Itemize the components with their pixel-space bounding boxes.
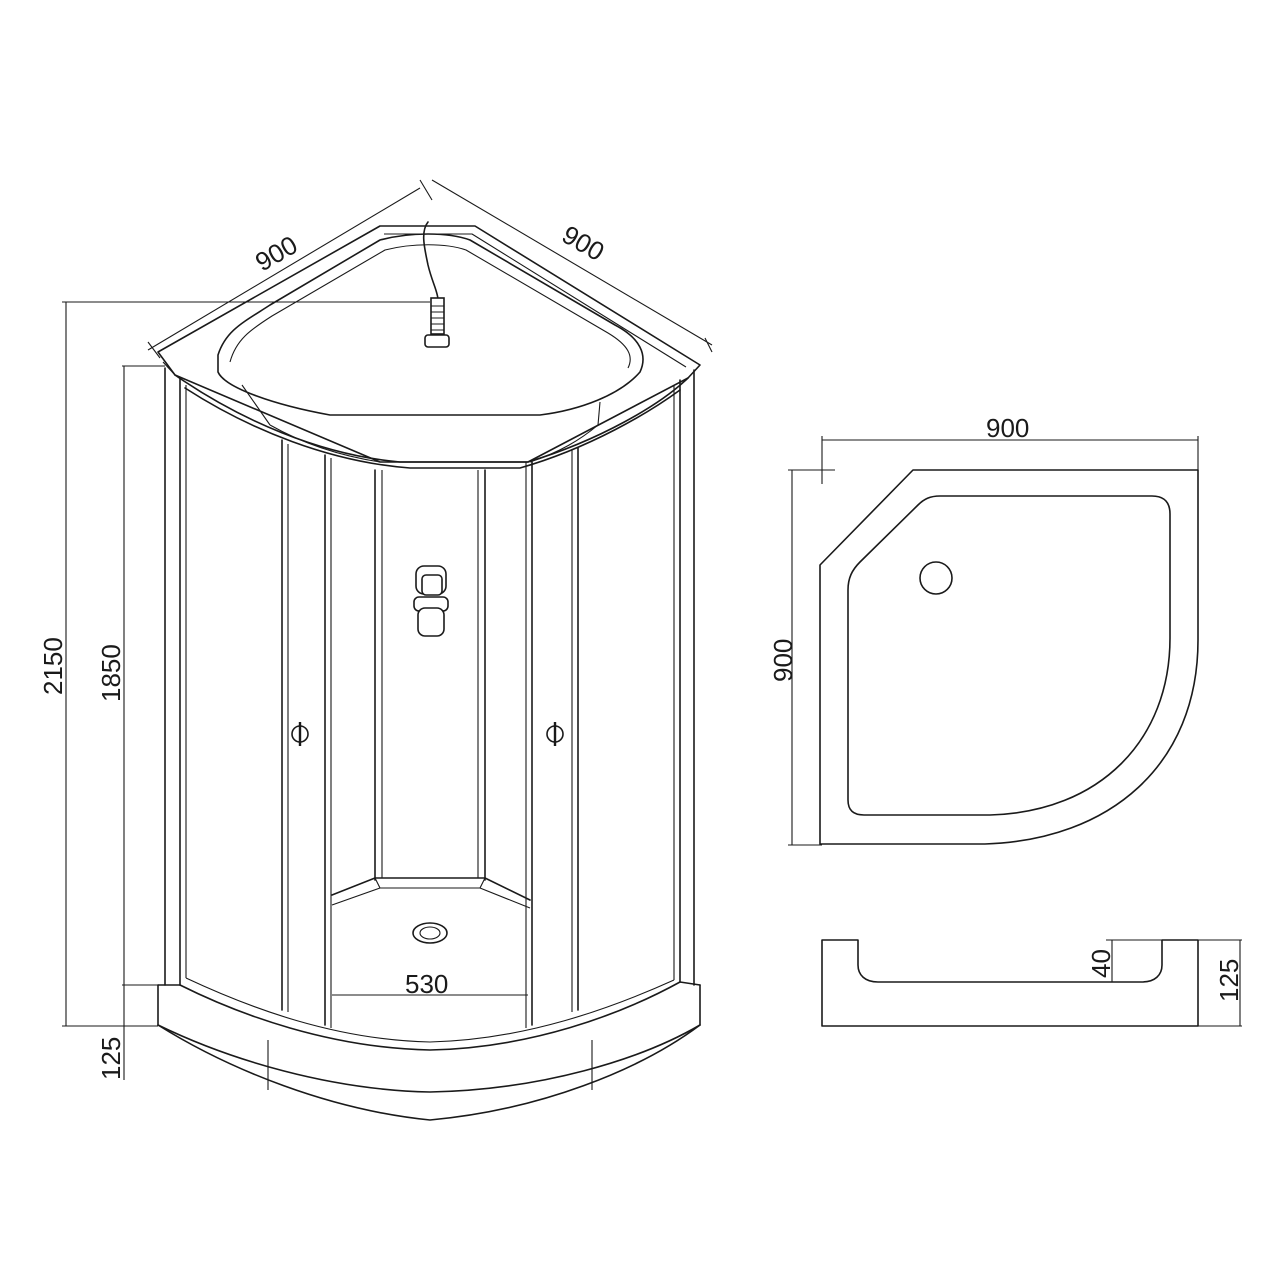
roof-front-band-bottom bbox=[269, 424, 381, 463]
dim-top-right-label: 900 bbox=[557, 219, 610, 267]
dim-tray-height-left: 125 bbox=[96, 985, 126, 1080]
roof-seam-right bbox=[597, 401, 601, 426]
tray-section-view: 40 125 bbox=[821, 939, 1244, 1027]
roof-front-band bbox=[174, 374, 689, 463]
dim-plan-width: 900 bbox=[821, 413, 1199, 484]
plan-drain bbox=[919, 561, 953, 595]
dim-tray-height-right: 125 bbox=[1198, 939, 1244, 1027]
dim-door-opening: 530 bbox=[332, 969, 528, 999]
tray-skirt-top bbox=[157, 1024, 701, 1093]
plan-inner bbox=[847, 495, 1171, 816]
roof-dome bbox=[217, 233, 644, 416]
inner-tray-back-2 bbox=[331, 887, 531, 909]
hose-nut bbox=[424, 334, 450, 348]
roof-front-band-bottom-r bbox=[529, 424, 599, 463]
section-outline bbox=[821, 939, 1199, 1027]
roof-seam-left bbox=[241, 384, 271, 426]
plan-outer bbox=[819, 469, 1199, 845]
dim-plan-depth-label: 900 bbox=[768, 639, 798, 682]
dim-plan-width-label: 900 bbox=[986, 413, 1029, 443]
cabin-perspective-view: 900 900 2150 1850 125 53 bbox=[38, 179, 713, 1121]
roof-edge bbox=[162, 361, 176, 376]
roof-front-band-lower bbox=[184, 387, 681, 469]
roof-dome-inner bbox=[229, 244, 631, 369]
dim-top-left: 900 bbox=[147, 179, 433, 359]
mixer-upper-knob bbox=[415, 565, 447, 596]
dim-plan-depth: 900 bbox=[768, 469, 835, 846]
dim-total-height: 2150 bbox=[38, 301, 430, 1027]
tray-top bbox=[157, 981, 701, 986]
tray-drain bbox=[412, 922, 448, 944]
dim-tray-inner-depth: 40 bbox=[1086, 939, 1162, 983]
hose-connector bbox=[430, 297, 445, 335]
tray-plan-view: 900 900 bbox=[768, 413, 1199, 846]
dim-door-opening-label: 530 bbox=[405, 969, 448, 999]
dim-tray-height-right-label: 125 bbox=[1214, 959, 1244, 1002]
tray-skirt bbox=[157, 984, 701, 1121]
mixer-lower-knob bbox=[413, 596, 449, 637]
dim-cabin-height: 1850 bbox=[96, 365, 165, 986]
inner-tray-corner-l bbox=[374, 877, 381, 889]
cabin-bottom-frame-2 bbox=[185, 977, 675, 1043]
shower-hose bbox=[422, 221, 439, 301]
left-door-handle bbox=[291, 722, 309, 746]
tray-drain-inner bbox=[419, 926, 441, 940]
dim-cabin-height-label: 1850 bbox=[96, 644, 126, 702]
dim-tray-height-left-label: 125 bbox=[96, 1037, 126, 1080]
inner-tray-back bbox=[331, 877, 531, 901]
hose-connector-threads bbox=[431, 305, 444, 331]
cabin-bottom-frame bbox=[179, 981, 681, 1051]
right-door-handle bbox=[546, 722, 564, 746]
dim-top-right: 900 bbox=[431, 179, 713, 353]
inner-tray-corner-r bbox=[479, 877, 486, 889]
dim-tray-inner-depth-label: 40 bbox=[1086, 949, 1116, 978]
dim-top-left-label: 900 bbox=[250, 230, 303, 278]
dim-total-height-label: 2150 bbox=[38, 637, 68, 695]
